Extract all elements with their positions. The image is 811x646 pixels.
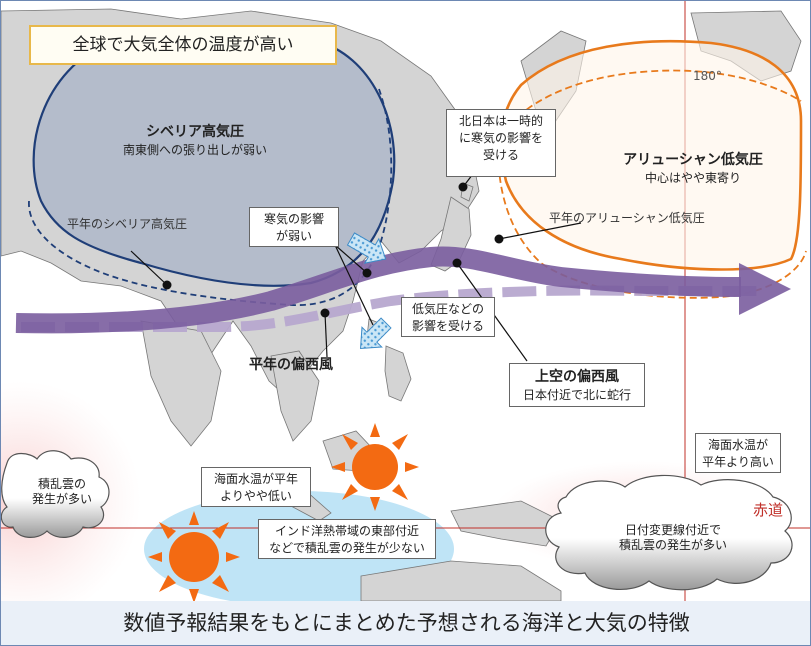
normal-westerly-label: 平年の偏西風 (249, 357, 333, 373)
aleutian-low-label: アリューシャン低気圧 中心はやや東寄り (609, 149, 777, 191)
north-japan-line1: 北日本は一時的 (458, 114, 543, 128)
sst-slightly-low-line2: よりやや低い (220, 489, 292, 503)
upper-westerly-sub: 日本付近で北に蛇行 (522, 388, 631, 402)
aleutian-low-area (499, 39, 803, 271)
dateline-cloud-label: 日付変更線付近で 積乱雲の発生が多い (591, 523, 755, 553)
siberian-high-label: シベリア高気圧 南東側への張り出しが弱い (113, 121, 277, 163)
sst-slightly-low-box: 海面水温が平年 よりやや低い (201, 467, 311, 507)
meridian-label: 180° (693, 69, 722, 83)
sst-high-line2: 平年より高い (702, 455, 774, 469)
sun-icon-lower (148, 511, 240, 601)
indian-ocean-box: インド洋熱帯域の東部付近 などで積乱雲の発生が少ない (258, 519, 436, 559)
indian-ocean-line1: インド洋熱帯域の東部付近 (274, 524, 419, 538)
equator-label: 赤道 (753, 501, 784, 519)
upper-westerly-box: 上空の偏西風 日本付近で北に蛇行 (509, 363, 645, 407)
normal-siberian-high-label: 平年のシベリア高気圧 (67, 217, 188, 231)
north-japan-line2: に寒気の影響を (458, 131, 543, 145)
aleutian-low-sub: 中心はやや東寄り (644, 171, 741, 185)
upper-westerly (15, 246, 742, 334)
north-japan-box: 北日本は一時的 に寒気の影響を 受ける (446, 109, 556, 177)
title-box: 全球で大気全体の温度が高い (29, 25, 337, 65)
cumulonimbus-west-line1: 積乱雲の (37, 477, 86, 491)
indian-ocean-line2: などで積乱雲の発生が少ない (269, 541, 425, 555)
cold-air-weak-box: 寒気の影響 が弱い (249, 207, 339, 247)
cold-air-weak-line1: 寒気の影響 (263, 212, 324, 226)
cumulonimbus-west-label: 積乱雲の 発生が多い (19, 477, 105, 507)
north-japan-line3: 受ける (482, 148, 519, 162)
cloud-icon-west (1, 450, 110, 538)
dateline-cloud-line1: 日付変更線付近で (624, 523, 721, 537)
westerly-arrowhead (739, 263, 791, 315)
low-pressure-line1: 低気圧などの (411, 302, 484, 316)
cold-air-weak-line2: が弱い (275, 229, 312, 243)
leader-dots (162, 182, 504, 318)
sun-icon-upper (331, 423, 419, 511)
cloud-icon-east (545, 474, 793, 591)
aleutian-low-title: アリューシャン低気圧 (623, 152, 763, 168)
siberian-high-title: シベリア高気圧 (146, 124, 244, 140)
sst-high-box: 海面水温が 平年より高い (695, 433, 781, 473)
dateline-cloud-line2: 積乱雲の発生が多い (618, 538, 727, 552)
normal-westerly (21, 285, 761, 332)
cumulonimbus-west-line2: 発生が多い (31, 492, 92, 506)
sst-slightly-low-line1: 海面水温が平年 (213, 472, 298, 486)
low-pressure-line2: 影響を受ける (411, 319, 484, 333)
upper-westerly-title: 上空の偏西風 (535, 369, 619, 385)
low-pressure-box: 低気圧などの 影響を受ける (401, 297, 495, 337)
siberian-high-sub: 南東側への張り出しが弱い (122, 143, 267, 157)
cold-air-arrow-north (346, 232, 387, 264)
caption: 数値予報結果をもとにまとめた予想される海洋と大気の特徴 (123, 611, 690, 635)
cold-air-arrow-south (360, 317, 392, 349)
sst-high-line1: 海面水温が (707, 438, 768, 452)
normal-aleutian-low-label: 平年のアリューシャン低気圧 (549, 211, 705, 225)
